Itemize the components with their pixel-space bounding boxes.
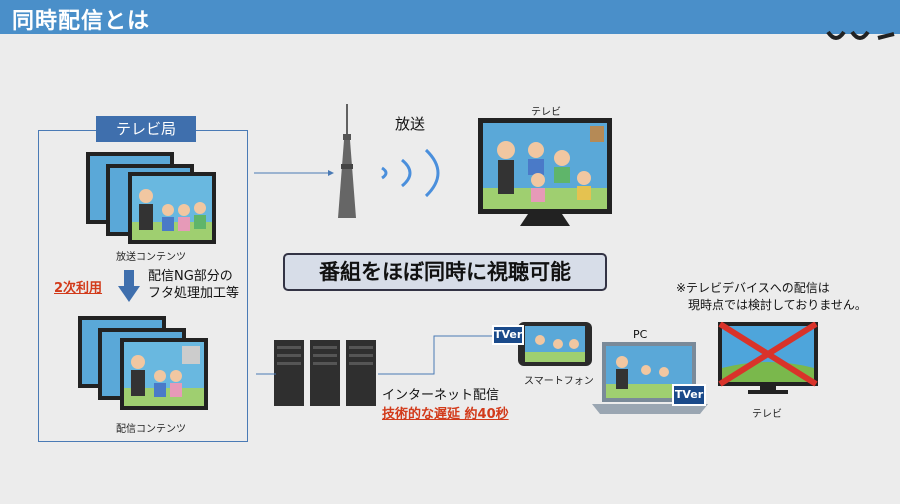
smartphone-icon (518, 322, 592, 366)
corner-logo-icon (826, 30, 895, 40)
laptop-icon (592, 342, 708, 414)
broadcast-content-label: 放送コンテンツ (116, 252, 186, 263)
page-title: 同時配信とは (12, 9, 151, 34)
secondary-use-label: 2次利用 (54, 281, 103, 296)
crossed-tv-icon (718, 322, 818, 394)
server-rack-icon (274, 340, 376, 406)
smartphone-label: スマートフォン (524, 376, 594, 387)
processing-text: 配信NG部分の フタ処理加工等 (148, 268, 239, 302)
simultaneous-viewing-banner: 番組をほぼ同時に視聴可能 (283, 253, 607, 291)
tv-device-note-line-1: ※テレビデバイスへの配信は (676, 281, 830, 295)
arrow-right-icon (254, 170, 334, 176)
tv-label-bottom: テレビ (752, 409, 782, 420)
tv-station-label: テレビ局 (96, 116, 196, 142)
internet-distribution-label: インターネット配信 (382, 388, 500, 403)
header-bar: 同時配信とは (0, 0, 900, 34)
tv-device-note-line-2: 現時点では検討しておりません。 (688, 298, 867, 312)
tv-label-top: テレビ (531, 107, 561, 118)
delay-label: 技術的な遅延 約40秒 (382, 407, 509, 422)
television-icon (478, 118, 612, 226)
tver-logo-phone: TVer (492, 325, 524, 345)
distribution-content-stack-icon (78, 316, 208, 410)
processing-line-1: 配信NG部分の (148, 269, 233, 284)
tv-device-note: ※テレビデバイスへの配信は 現時点では検討しておりません。 (676, 280, 867, 314)
tver-logo-pc: TVer (672, 384, 706, 406)
processing-line-2: フタ処理加工等 (148, 286, 240, 301)
connector-line (256, 373, 276, 375)
broadcast-content-stack-icon (86, 152, 216, 244)
broadcast-waves-icon (381, 148, 440, 198)
arrow-down-icon (118, 270, 140, 302)
distribution-content-label: 配信コンテンツ (116, 424, 186, 435)
broadcast-tower-icon (338, 104, 356, 218)
broadcast-label: 放送 (395, 115, 426, 133)
pc-label: PC (633, 328, 648, 341)
